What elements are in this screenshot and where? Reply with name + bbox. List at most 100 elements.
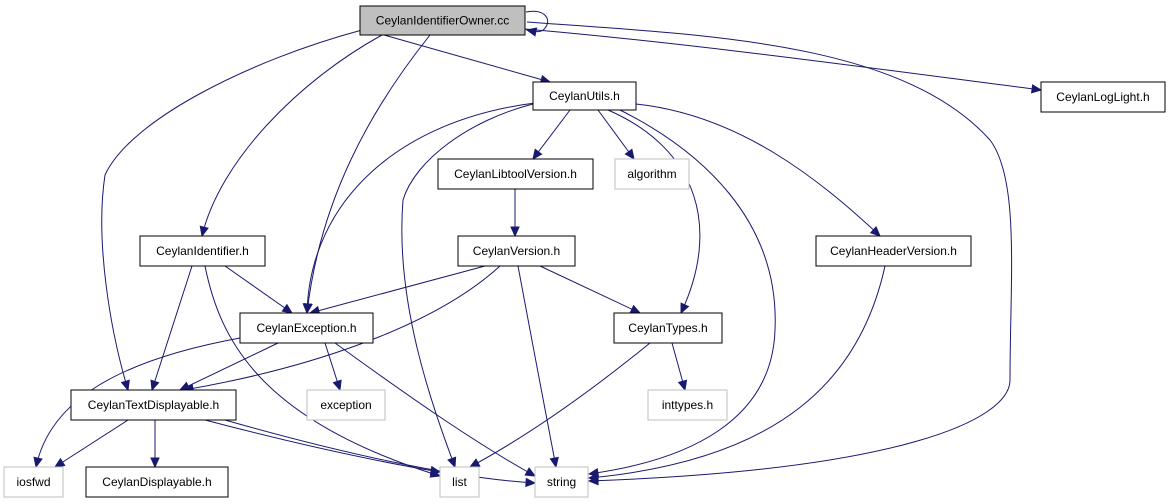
node-headerver[interactable]: CeylanHeaderVersion.h [815,235,972,267]
arrowhead [677,379,688,392]
arrowhead [549,456,559,469]
arrowhead [624,148,635,160]
node-inttypes[interactable]: inttypes.h [647,389,728,421]
arrowhead [525,477,537,488]
node-box [613,312,723,344]
node-label: CeylanVersion.h [473,244,560,258]
edge-utils-to-headerver [635,103,881,237]
node-label: string [547,475,576,489]
node-owner[interactable]: CeylanIdentifierOwner.cc [359,5,526,36]
arrowhead [468,458,481,468]
edge-owner-to-identifier [199,34,383,238]
edge-utils-to-list [401,103,534,469]
node-label: CeylanException.h [256,321,356,335]
edge-line [35,337,241,468]
node-list[interactable]: list [439,466,480,498]
edge-line [524,28,1042,91]
edge-line [526,21,1013,482]
arrowhead [680,302,690,315]
node-box [70,389,237,421]
arrowhead [510,226,520,238]
node-box [457,235,576,267]
edge-textdisp-to-string [224,419,537,488]
arrowhead [332,379,342,392]
edge-line [597,109,635,160]
node-label: CeylanIdentifier.h [156,244,249,258]
edge-line [635,103,881,237]
node-textdisp[interactable]: CeylanTextDisplayable.h [70,389,237,421]
node-utils[interactable]: CeylanUtils.h [532,81,637,111]
node-label: CeylanIdentifierOwner.cc [376,14,509,28]
node-version[interactable]: CeylanVersion.h [457,235,576,267]
edge-headerver-to-string [587,265,886,482]
arrowhead [524,467,537,477]
arrowhead [120,379,130,392]
edge-line [306,102,536,314]
edge-line [532,109,571,160]
node-box [85,466,229,498]
edges-layer [33,10,1043,488]
node-box [239,312,374,344]
arrowhead [150,379,160,392]
edge-libtool-to-version [510,189,520,238]
edge-version-to-string [517,265,559,469]
edge-utils-to-types [607,109,701,315]
node-label: CeylanLogLight.h [1056,90,1149,104]
arrowhead [199,225,209,238]
node-box [534,466,589,498]
node-identifier[interactable]: CeylanIdentifier.h [139,235,266,267]
edge-line [204,265,441,477]
edge-exception-to-iosfwd [33,337,241,469]
edge-version-to-exception [308,265,486,316]
node-displayable[interactable]: CeylanDisplayable.h [85,466,229,498]
node-iosfwd[interactable]: iosfwd [3,466,64,498]
edge-utils-to-algorithm [597,109,635,160]
edge-types-to-inttypes [671,342,688,392]
node-box [3,466,64,498]
arrowhead [532,148,543,160]
node-string[interactable]: string [534,466,589,498]
arrowhead [629,304,642,314]
edge-utils-to-exception [302,102,536,315]
node-loglight[interactable]: CeylanLogLight.h [1040,81,1166,113]
node-label: inttypes.h [662,398,713,412]
edge-owner-to-textdisp [101,29,363,392]
edge-textdisp-to-iosfwd [53,419,129,468]
edge-line [204,419,441,473]
node-box [815,235,972,267]
edge-line [607,109,701,314]
node-label: iosfwd [16,475,50,489]
node-box [532,81,637,111]
node-stdexception[interactable]: exception [306,389,386,421]
edge-line [469,342,651,468]
arrowhead [1031,84,1043,94]
arrowhead [53,457,66,468]
arrowhead [302,303,313,315]
node-exception[interactable]: CeylanException.h [239,312,374,344]
node-box [1040,81,1166,113]
edge-line [224,265,293,314]
node-box [139,235,266,267]
edge-line [539,265,641,314]
edge-line [383,34,551,83]
node-algorithm[interactable]: algorithm [614,158,690,190]
node-label: CeylanLibtoolVersion.h [454,167,577,181]
edge-line [183,265,501,391]
arrowhead [587,472,599,482]
edge-exception-to-textdisp [178,342,279,391]
node-label: CeylanTypes.h [628,321,707,335]
node-label: list [452,475,467,489]
edge-identifier-to-list [204,265,442,478]
node-label: CeylanDisplayable.h [102,475,211,489]
node-types[interactable]: CeylanTypes.h [613,312,723,344]
edge-textdisp-to-displayable [150,420,160,469]
edge-exception-to-string [334,342,537,477]
node-libtool[interactable]: CeylanLibtoolVersion.h [437,158,594,190]
node-box [647,389,728,421]
edge-line [54,419,129,468]
arrowhead [33,456,43,469]
edge-line [588,265,886,479]
edge-line [306,34,431,314]
